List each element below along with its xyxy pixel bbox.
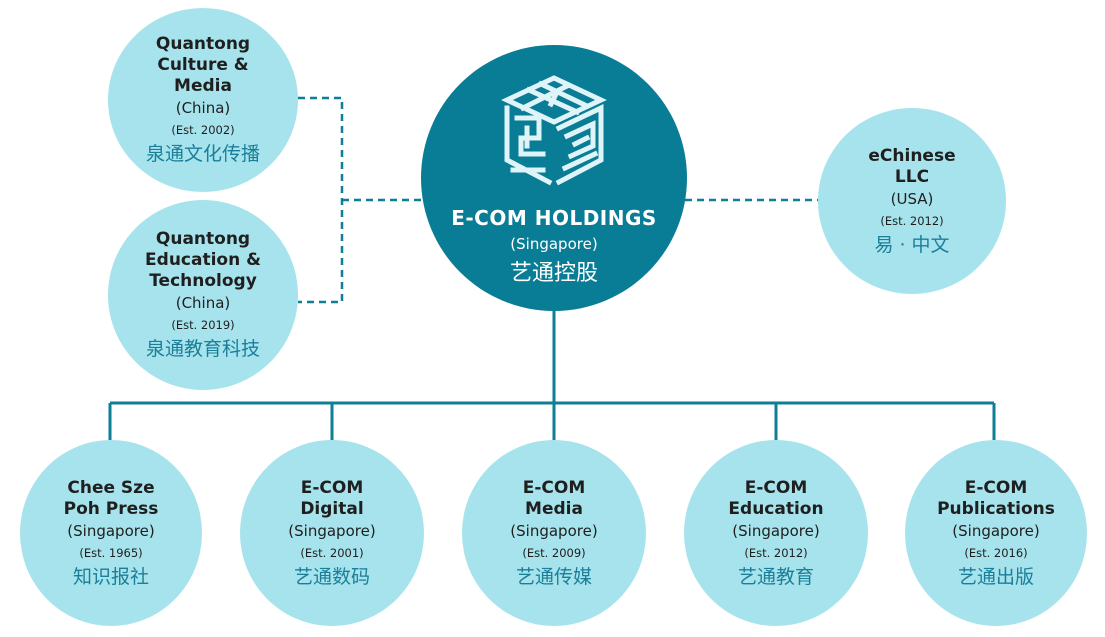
- entity-location: (China): [175, 294, 231, 312]
- entity-chinese-name: 易 · 中文: [874, 233, 950, 256]
- entity-established: (Est. 2002): [171, 123, 235, 137]
- entity-chinese-name: 泉通文化传播: [145, 143, 260, 165]
- affiliate-quantong-education-technology[interactable]: Quantong Education & Technology (China) …: [108, 200, 298, 390]
- entity-name: E-COM Education: [728, 477, 824, 519]
- entity-established: (Est. 2009): [522, 545, 586, 560]
- entity-name: E-COM Publications: [937, 477, 1055, 519]
- entity-location: (Singapore): [510, 521, 598, 540]
- entity-chinese-name: 知识报社: [72, 565, 149, 588]
- entity-established: (Est. 2019): [171, 318, 235, 332]
- holding-location: (Singapore): [510, 235, 598, 253]
- entity-established: (Est. 2012): [880, 213, 944, 228]
- entity-chinese-name: 艺通数码: [293, 565, 370, 588]
- entity-established: (Est. 2016): [964, 545, 1028, 560]
- entity-name: Chee Sze Poh Press: [63, 477, 159, 519]
- holding-name: E-COM HOLDINGS: [451, 206, 657, 230]
- entity-chinese-name: 艺通教育: [737, 565, 814, 588]
- entity-location: (China): [175, 99, 231, 117]
- subsidiary-e-com-publications[interactable]: E-COM Publications (Singapore) (Est. 201…: [905, 440, 1087, 626]
- entity-chinese-name: 艺通出版: [957, 565, 1034, 588]
- affiliate-connector-china: [298, 96, 344, 304]
- affiliate-echinese-llc[interactable]: eChinese LLC (USA) (Est. 2012) 易 · 中文: [818, 108, 1006, 294]
- entity-name: Quantong Culture & Media: [155, 34, 251, 96]
- entity-location: (Singapore): [952, 521, 1040, 540]
- entity-established: (Est. 2012): [744, 545, 808, 560]
- entity-name: E-COM Media: [522, 477, 586, 519]
- entity-location: (Singapore): [732, 521, 820, 540]
- entity-location: (Singapore): [288, 521, 376, 540]
- entity-chinese-name: 艺通传媒: [515, 565, 592, 588]
- holding-company[interactable]: E-COM HOLDINGS (Singapore) 艺通控股: [421, 45, 687, 311]
- affiliate-quantong-culture-media[interactable]: Quantong Culture & Media (China) (Est. 2…: [108, 8, 298, 192]
- subsidiary-e-com-education[interactable]: E-COM Education (Singapore) (Est. 2012) …: [684, 440, 868, 626]
- entity-established: (Est. 2001): [300, 545, 364, 560]
- entity-name: E-COM Digital: [300, 477, 364, 519]
- seal-logo-icon: [501, 75, 607, 186]
- entity-chinese-name: 泉通教育科技: [145, 338, 260, 360]
- subsidiary-chee-sze-poh-press[interactable]: Chee Sze Poh Press (Singapore) (Est. 196…: [20, 440, 202, 626]
- entity-location: (Singapore): [67, 521, 155, 540]
- entity-established: (Est. 1965): [79, 545, 143, 560]
- subsidiary-e-com-digital[interactable]: E-COM Digital (Singapore) (Est. 2001) 艺通…: [240, 440, 424, 626]
- entity-location: (USA): [890, 189, 934, 208]
- entity-name: Quantong Education & Technology: [145, 229, 261, 291]
- entity-name: eChinese LLC: [868, 145, 956, 187]
- subsidiary-e-com-media[interactable]: E-COM Media (Singapore) (Est. 2009) 艺通传媒: [462, 440, 646, 626]
- holding-chinese-name: 艺通控股: [509, 261, 598, 286]
